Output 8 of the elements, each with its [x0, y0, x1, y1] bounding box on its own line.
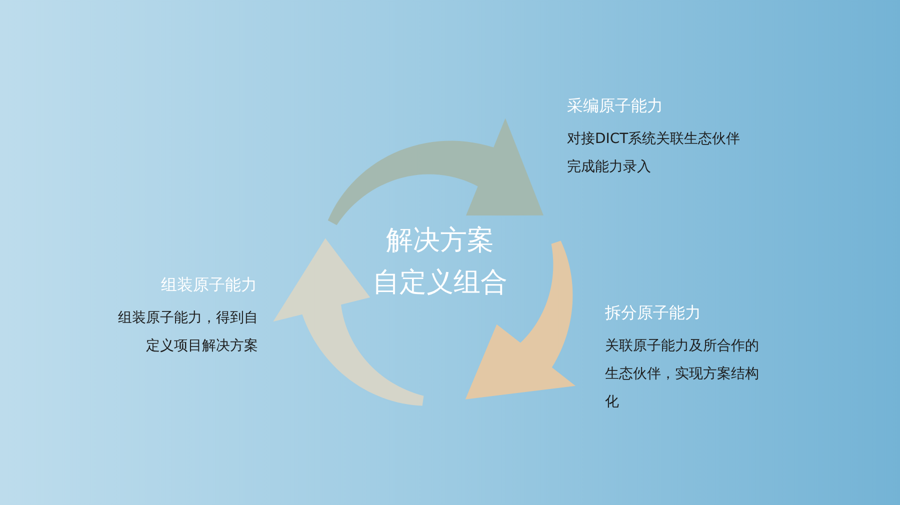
- step-heading: 采编原子能力: [567, 96, 664, 116]
- step-description: 关联原子能力及所合作的生态伙伴，实现方案结构化: [605, 337, 760, 412]
- center-title: 自定义组合: [372, 266, 508, 300]
- step-description: 组装原子能力，得到自定义项目解决方案: [117, 309, 258, 356]
- step-heading: 组装原子能力: [160, 275, 257, 295]
- step-heading: 拆分原子能力: [605, 303, 702, 323]
- center-title: 解决方案: [386, 224, 494, 258]
- step-description: 对接DICT系统关联生态伙伴完成能力录入: [567, 130, 742, 177]
